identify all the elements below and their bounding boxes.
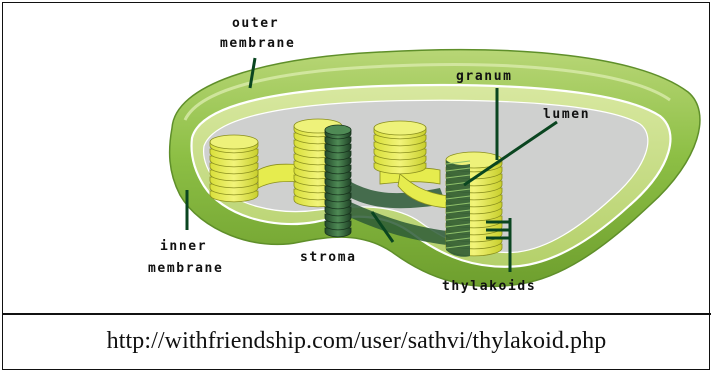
thylakoid-disc-top: [374, 121, 426, 135]
chloroplast-diagram: outer membrane granum lumen inner membra…: [0, 0, 714, 314]
thylakoid-disc-top: [210, 135, 258, 149]
granum-stack-right: [446, 152, 502, 257]
label-inner: inner: [160, 239, 207, 254]
label-outer-membrane: membrane: [220, 36, 295, 51]
label-inner-membrane: membrane: [148, 261, 223, 276]
granum-stack-upper: [374, 121, 426, 174]
source-url-caption: http://withfriendship.com/user/sathvi/th…: [2, 314, 711, 369]
label-outer: outer: [232, 16, 279, 31]
thylakoid-disc-top: [325, 125, 351, 135]
label-lumen: lumen: [543, 107, 590, 122]
label-thylakoids: thylakoids: [442, 279, 536, 294]
granum-stack-left: [210, 135, 258, 202]
label-stroma: stroma: [300, 250, 357, 265]
lumen-section: [446, 160, 470, 257]
granum-stack-cut: [325, 125, 351, 237]
label-granum: granum: [456, 69, 513, 84]
